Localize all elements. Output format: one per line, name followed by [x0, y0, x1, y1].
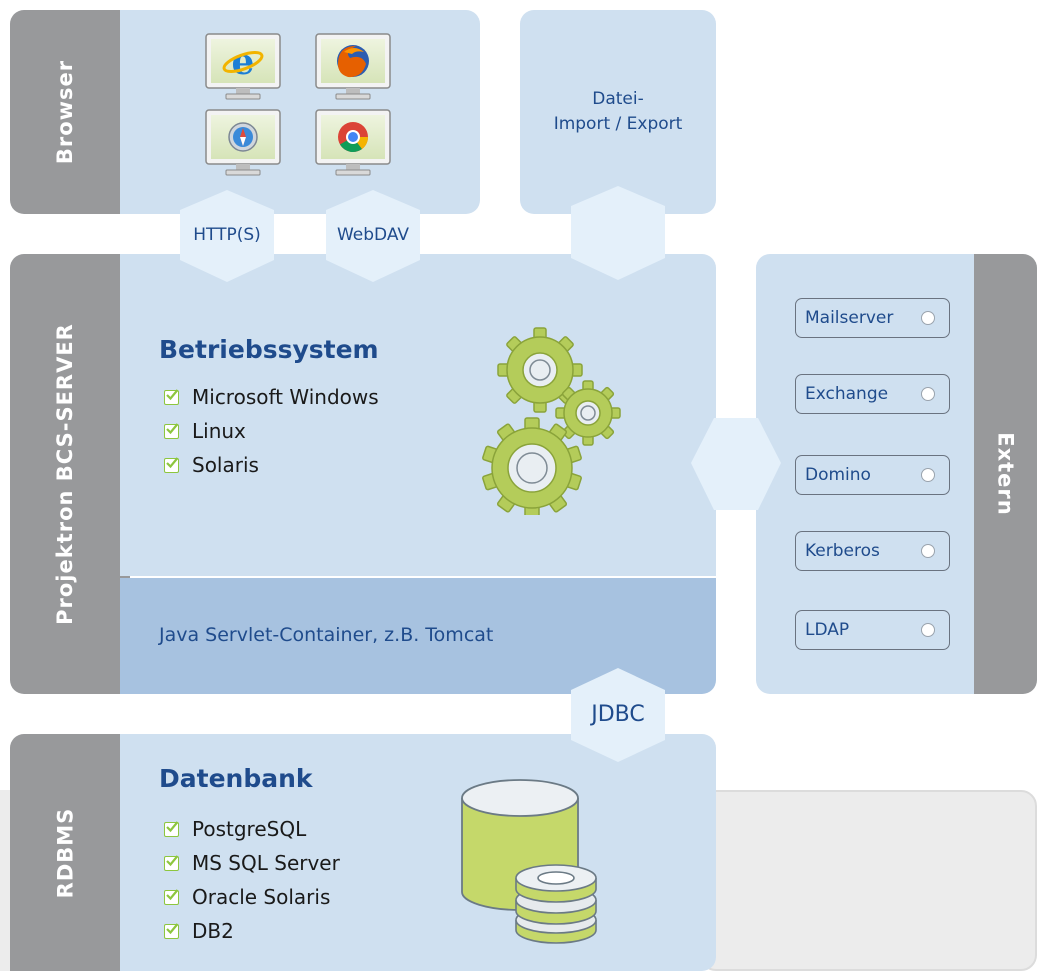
jdbc-label: JDBC	[591, 702, 645, 727]
os-heading: Betriebssystem	[159, 335, 379, 364]
hex-http	[180, 190, 274, 282]
status-dot-icon	[921, 387, 935, 401]
internet-explorer-icon: e	[222, 41, 264, 83]
os-item: Solaris	[164, 448, 379, 482]
monitor-firefox	[315, 33, 391, 100]
extern-item-kerberos: Kerberos	[795, 531, 950, 571]
extern-item-mailserver: Mailserver	[795, 298, 950, 338]
database-item: MS SQL Server	[164, 846, 340, 880]
status-dot-icon	[921, 468, 935, 482]
checkbox-checked-icon	[164, 456, 179, 473]
os-item: Linux	[164, 414, 379, 448]
checkbox-checked-icon	[164, 854, 179, 871]
browser-icons: e	[205, 33, 391, 176]
checkbox-checked-icon	[164, 922, 179, 939]
checkbox-checked-icon	[164, 820, 179, 837]
database-item: DB2	[164, 914, 340, 948]
status-dot-icon	[921, 623, 935, 637]
os-item: Microsoft Windows	[164, 380, 379, 414]
servlet-container-label: Java Servlet-Container, z.B. Tomcat	[159, 624, 494, 646]
monitor-ie: e	[205, 33, 281, 100]
webdav-label: WebDAV	[336, 225, 410, 245]
chrome-icon	[338, 122, 368, 153]
database-heading: Datenbank	[159, 764, 313, 793]
database-panel	[120, 734, 716, 971]
database-icon	[461, 779, 597, 944]
svg-text:e: e	[232, 41, 255, 83]
checkbox-checked-icon	[164, 388, 179, 405]
gears-icon	[482, 327, 621, 515]
extern-item-ldap: LDAP	[795, 610, 950, 650]
checkbox-checked-icon	[164, 422, 179, 439]
firefox-icon	[337, 45, 369, 78]
hex-file	[571, 186, 665, 280]
extern-sidebar	[974, 254, 1037, 694]
hex-jdbc	[571, 668, 665, 762]
database-list: PostgreSQL MS SQL Server Oracle Solaris …	[164, 812, 340, 948]
checkbox-checked-icon	[164, 888, 179, 905]
monitor-safari	[205, 109, 281, 176]
extern-item-exchange: Exchange	[795, 374, 950, 414]
browser-panel	[120, 10, 480, 214]
extern-item-domino: Domino	[795, 455, 950, 495]
database-item: PostgreSQL	[164, 812, 340, 846]
os-list: Microsoft Windows Linux Solaris	[164, 380, 379, 482]
monitor-chrome	[315, 109, 391, 176]
hex-extern	[691, 418, 781, 510]
hex-webdav	[326, 190, 420, 282]
rdbms-sidebar	[10, 734, 130, 971]
safari-icon	[228, 122, 258, 152]
status-dot-icon	[921, 311, 935, 325]
file-import-export-label: Datei- Import / Export	[553, 89, 683, 134]
background-panel	[700, 790, 1037, 971]
http-label: HTTP(S)	[193, 225, 261, 245]
status-dot-icon	[921, 544, 935, 558]
server-sidebar	[10, 254, 130, 694]
browser-sidebar	[10, 10, 130, 214]
database-item: Oracle Solaris	[164, 880, 340, 914]
file-import-export-panel	[520, 10, 716, 214]
